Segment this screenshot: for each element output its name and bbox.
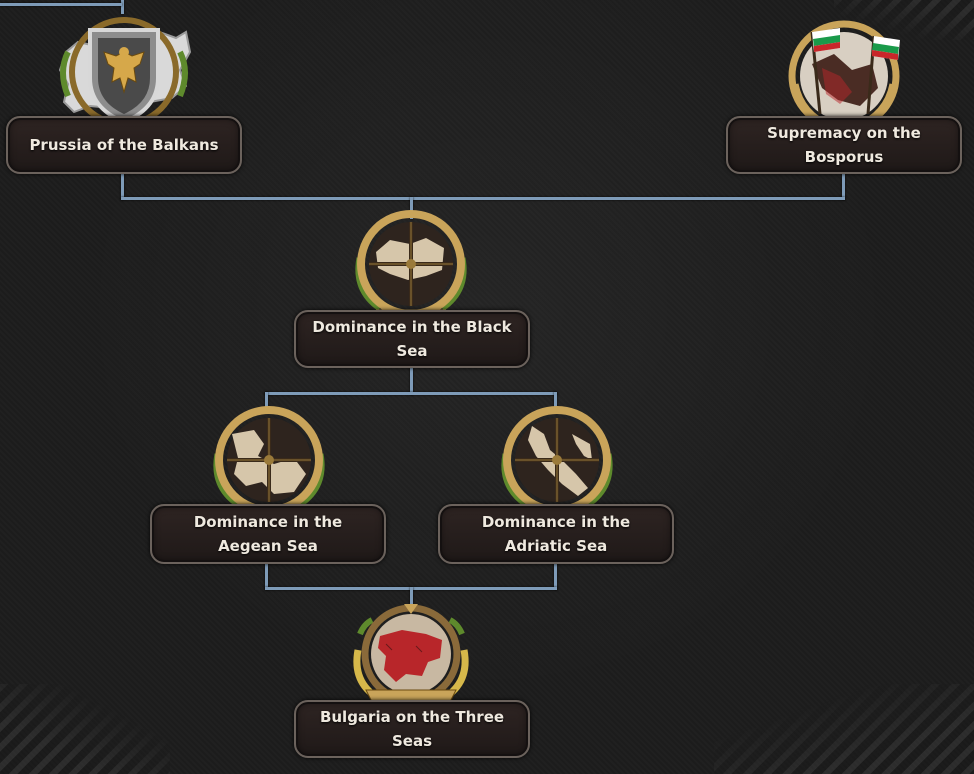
- connector-line: [410, 367, 413, 395]
- connector-line: [410, 587, 413, 609]
- connector-line: [842, 172, 845, 200]
- eagle-shield-icon: [54, 12, 194, 130]
- focus-prussia-of-the-balkans[interactable]: Prussia of the Balkans: [6, 12, 242, 174]
- corner-ornament: [0, 684, 170, 774]
- focus-dominance-in-the-adriatic-sea[interactable]: Dominance in the Adriatic Sea: [438, 404, 674, 564]
- connector-line: [410, 197, 413, 219]
- crosshair-map-icon: [492, 404, 622, 516]
- corner-ornament: [714, 684, 974, 774]
- connector-line: [121, 197, 845, 200]
- corner-ornament: [834, 0, 974, 40]
- focus-dominance-in-the-black-sea[interactable]: Dominance in the Black Sea: [294, 208, 530, 368]
- connector-line: [0, 3, 122, 6]
- focus-title: Bulgaria on the Three Seas: [294, 700, 530, 758]
- crosshair-map-icon: [346, 208, 476, 320]
- focus-supremacy-on-the-bosporus[interactable]: Supremacy on the Bosporus: [726, 14, 962, 174]
- focus-bulgaria-on-the-three-seas[interactable]: Bulgaria on the Three Seas: [294, 600, 530, 760]
- connector-line: [554, 562, 557, 590]
- connector-line: [121, 172, 124, 200]
- connector-line: [554, 392, 557, 412]
- connector-line: [265, 392, 557, 395]
- crosshair-map-icon: [204, 404, 334, 516]
- connector-line: [265, 562, 268, 590]
- focus-title: Prussia of the Balkans: [6, 116, 242, 174]
- connector-line: [121, 0, 124, 14]
- focus-title: Dominance in the Black Sea: [294, 310, 530, 368]
- connector-line: [265, 392, 268, 412]
- focus-title: Dominance in the Aegean Sea: [150, 504, 386, 564]
- focus-title: Dominance in the Adriatic Sea: [438, 504, 674, 564]
- bulgarian-flags-icon: [782, 14, 906, 132]
- focus-title: Supremacy on the Bosporus: [726, 116, 962, 174]
- focus-dominance-in-the-aegean-sea[interactable]: Dominance in the Aegean Sea: [150, 404, 386, 564]
- bulgaria-map-icon: [346, 600, 476, 712]
